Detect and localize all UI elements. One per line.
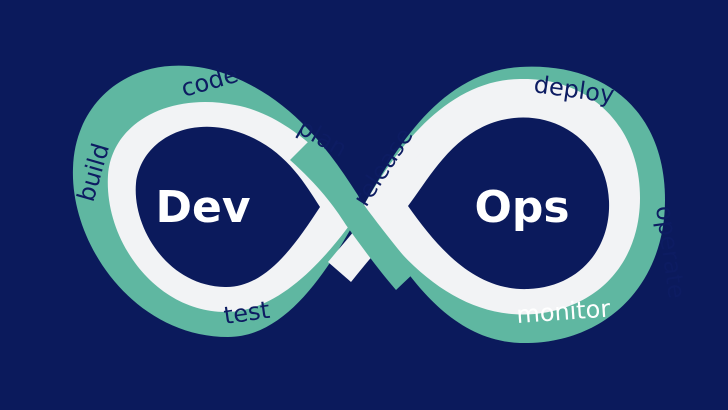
right-hole — [408, 117, 610, 290]
center-crossing-teal-band — [290, 138, 416, 290]
dev-title: Dev — [155, 182, 250, 233]
left-hole — [135, 126, 320, 288]
stage-label-monitor: monitor — [515, 294, 611, 328]
stage-label-test: test — [222, 296, 272, 330]
ops-title: Ops — [474, 182, 569, 233]
center-crossing-light-band — [328, 147, 449, 282]
